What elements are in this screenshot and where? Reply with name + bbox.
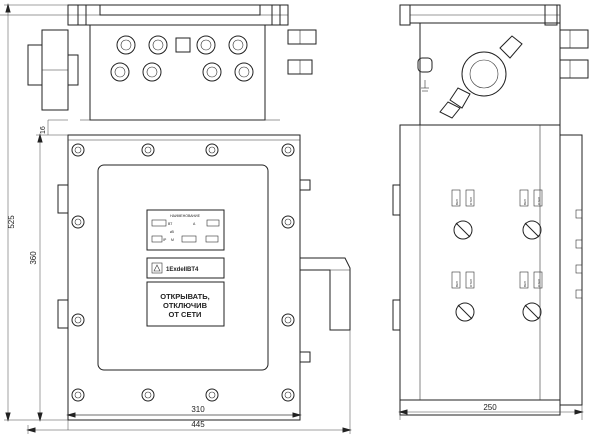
switch-upper-left: ВКЛ ОТКЛ [451,189,475,240]
nameplate-header: НАИМЕНОВАНИЕ [170,214,200,218]
label-off-lr: ОТКЛ [537,279,541,287]
terminal-box [0,4,289,121]
nameplate-field-3: кВ [170,230,175,234]
dim-width-body: 310 [191,405,205,414]
main-enclosure [67,134,301,421]
left-handle [27,29,79,111]
dim-height-body: 360 [29,251,38,265]
warning-line-1: ОТКРЫВАТЬ, [160,292,209,301]
side-dimensions: 250 [398,403,584,420]
side-body [399,124,561,416]
lid-bolts [71,143,295,402]
label-on-lr: ВКЛ [523,281,527,287]
front-view: НАИМЕНОВАНИЕ ВТ А кВ IP М 1ExdeIIBT4 ОТК… [0,4,351,421]
dim-width-total: 445 [191,420,205,429]
side-rotary-switch [439,35,523,119]
warning-line-2: ОТКЛЮЧИВ [163,301,208,310]
ex-marking-text: 1ExdeIIBT4 [166,267,199,273]
label-off-ul: ОТКЛ [469,197,473,205]
dim-height-total: 525 [7,215,16,229]
right-brackets [299,179,311,363]
side-edge-marks [575,209,583,299]
label-on-ul: ВКЛ [455,199,459,205]
ex-marking-plate: 1ExdeIIBT4 [146,257,225,279]
label-on-ll: ВКЛ [455,281,459,287]
earth-terminal [417,57,433,92]
switch-upper-right: ВКЛ ОТКЛ [519,189,543,240]
nameplate-field-2: А [193,222,196,226]
cable-gland-holes [110,35,254,82]
label-on-ur: ВКЛ [523,199,527,205]
front-dimensions: 525 360 16 310 445 [4,3,352,434]
warning-plate: ОТКРЫВАТЬ, ОТКЛЮЧИВ ОТ СЕТИ [146,281,225,327]
left-hinges [57,184,69,329]
side-cable-glands [559,29,589,79]
front-side-glands [287,29,317,75]
dim-cover-gap: 16 [40,126,47,134]
warning-line-3: ОТ СЕТИ [169,310,202,319]
top-bolts [77,4,281,26]
dim-depth: 250 [483,403,497,412]
nameplate-field-4: IP [163,238,167,242]
label-off-ll: ОТКЛ [469,279,473,287]
label-off-ur: ОТКЛ [537,197,541,205]
lid-window [97,164,269,371]
switch-lower-right: ВКЛ ОТКЛ [519,271,543,322]
nameplate-field-5: М [171,238,174,242]
side-view: ВКЛ ОТКЛ ВКЛ ОТКЛ ВКЛ ОТКЛ ВКЛ [392,4,589,416]
switch-lower-left: ВКЛ ОТКЛ [451,271,475,322]
door-lever [299,257,351,331]
nameplate: НАИМЕНОВАНИЕ ВТ А кВ IP М [146,209,225,251]
nameplate-field-1: ВТ [168,222,173,226]
